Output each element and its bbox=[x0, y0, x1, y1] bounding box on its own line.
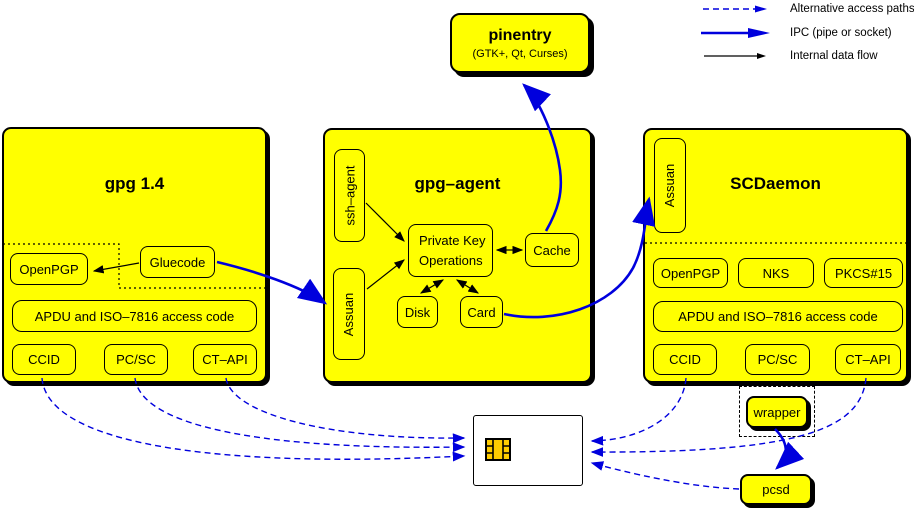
gpg14-gluecode-box: Gluecode bbox=[140, 246, 215, 278]
gpg14-title: gpg 1.4 bbox=[104, 174, 165, 193]
pcsd-box: pcsd bbox=[740, 474, 812, 505]
pinentry-title: pinentry bbox=[488, 26, 552, 44]
scdaemon-openpgp-box: OpenPGP bbox=[653, 258, 728, 288]
scdaemon-assuan-box: Assuan bbox=[654, 138, 686, 233]
gpg14-openpgp-box: OpenPGP bbox=[10, 253, 88, 285]
pinentry-box: pinentry (GTK+, Qt, Curses) bbox=[450, 13, 590, 73]
smartcard bbox=[473, 415, 583, 486]
legend-row-internal: Internal data flow bbox=[700, 49, 878, 63]
scdaemon-assuan-label: Assuan bbox=[662, 163, 678, 208]
disk-box: Disk bbox=[397, 296, 438, 328]
gpg14-apdu-box: APDU and ISO–7816 access code bbox=[12, 300, 257, 332]
dashed-arrow-icon bbox=[703, 5, 767, 13]
gpg14-pcsc-box: PC/SC bbox=[104, 344, 168, 375]
scdaemon-ccid-box: CCID bbox=[653, 344, 717, 375]
gpg14-ctapi-box: CT–API bbox=[193, 344, 257, 375]
legend-label-internal: Internal data flow bbox=[790, 50, 878, 62]
scdaemon-apdu-box: APDU and ISO–7816 access code bbox=[653, 301, 903, 332]
alt-gpg14-ctapi-to-card bbox=[225, 377, 466, 444]
card-box: Card bbox=[460, 296, 503, 328]
smartcard-chip-icon bbox=[485, 438, 511, 461]
wrapper-box: wrapper bbox=[746, 396, 808, 428]
ssh-agent-label: ssh–agent bbox=[342, 165, 357, 226]
assuan-label: Assuan bbox=[341, 292, 357, 336]
cache-box: Cache bbox=[525, 233, 579, 267]
legend-label-ipc: IPC (pipe or socket) bbox=[790, 27, 892, 39]
alt-pcsd-to-card bbox=[590, 461, 740, 490]
scdaemon-title: SCDaemon bbox=[730, 174, 821, 193]
scdaemon-pcsc-box: PC/SC bbox=[745, 344, 810, 375]
gpg-agent-title: gpg–agent bbox=[414, 174, 501, 193]
scdaemon-pkcs15-box: PKCS#15 bbox=[824, 258, 903, 288]
alt-gpg14-pcsc-to-card bbox=[134, 377, 466, 453]
gpg-agent-assuan-box: Assuan bbox=[333, 268, 365, 360]
ipc-arrow-icon bbox=[701, 28, 770, 38]
scdaemon-module-box: SCDaemon bbox=[643, 128, 908, 383]
pinentry-subtitle: (GTK+, Qt, Curses) bbox=[472, 47, 568, 60]
scdaemon-nks-box: NKS bbox=[738, 258, 814, 288]
pko-line1: Private Key bbox=[419, 232, 486, 248]
gpg14-ccid-box: CCID bbox=[12, 344, 76, 375]
legend-row-ipc: IPC (pipe or socket) bbox=[700, 26, 892, 40]
pko-line2: Operations bbox=[419, 252, 483, 268]
alt-scdaemon-ccid-to-card bbox=[590, 377, 687, 446]
alt-scdaemon-ctapi-to-card bbox=[590, 377, 867, 457]
legend-label-alternative: Alternative access paths bbox=[790, 3, 914, 15]
private-key-operations-box: Private Key Operations bbox=[408, 224, 493, 277]
legend-row-alternative: Alternative access paths bbox=[700, 2, 914, 16]
internal-flow-arrow-icon bbox=[704, 53, 766, 59]
gpg-agent-ssh-agent-box: ssh–agent bbox=[334, 149, 365, 242]
alt-gpg14-ccid-to-card bbox=[41, 377, 466, 462]
scdaemon-ctapi-box: CT–API bbox=[835, 344, 901, 375]
